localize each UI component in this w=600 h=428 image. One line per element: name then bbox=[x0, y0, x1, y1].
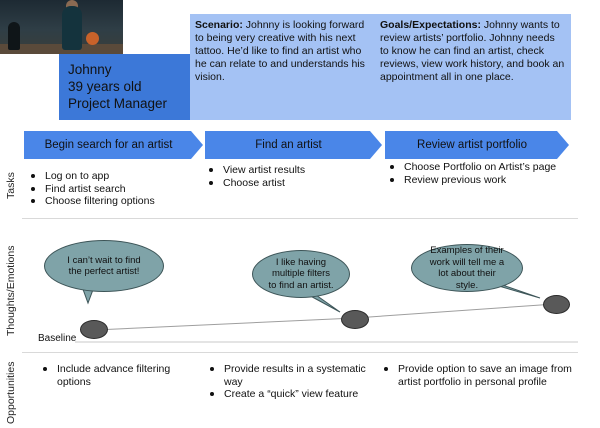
list-item: Find artist search bbox=[27, 183, 197, 196]
list-item: Log on to app bbox=[27, 170, 197, 183]
list-item: View artist results bbox=[205, 164, 375, 177]
list-item: Provide option to save an image from art… bbox=[380, 363, 590, 388]
emotion-point bbox=[543, 295, 570, 314]
thought-bubble-3: Examples of their work will tell me a lo… bbox=[411, 244, 523, 292]
persona-role: Project Manager bbox=[68, 96, 168, 111]
scenario-panel: Scenario: Johnny is looking forward to b… bbox=[190, 14, 571, 120]
divider bbox=[22, 352, 578, 353]
scenario-text: Scenario: Johnny is looking forward to b… bbox=[195, 19, 372, 84]
tasks-list-phase-2: View artist results Choose artist bbox=[205, 164, 375, 189]
thought-bubble-2: I like having multiple filters to find a… bbox=[252, 250, 350, 298]
phase-arrow-review-portfolio: Review artist portfolio bbox=[385, 131, 569, 159]
baseline-label: Baseline bbox=[38, 333, 77, 344]
persona-age: 39 years old bbox=[68, 79, 142, 94]
list-item: Provide results in a systematic way bbox=[206, 363, 378, 388]
opportunities-list-phase-1: Include advance filtering options bbox=[39, 363, 189, 388]
emotion-line bbox=[94, 317, 356, 331]
thought-bubble-1: I can’t wait to find the perfect artist! bbox=[44, 240, 164, 292]
tasks-list-phase-3: Choose Portfolio on Artist’s page Review… bbox=[386, 161, 586, 186]
opportunities-list-phase-3: Provide option to save an image from art… bbox=[380, 363, 590, 388]
emotion-line bbox=[354, 303, 556, 319]
persona-card: Johnny 39 years old Project Manager bbox=[59, 54, 190, 120]
list-item: Choose filtering options bbox=[27, 195, 197, 208]
list-item: Review previous work bbox=[386, 174, 586, 187]
persona-photo bbox=[0, 0, 123, 54]
goals-body: Johnny wants to review artists’ portfoli… bbox=[380, 19, 565, 83]
emotion-point bbox=[341, 310, 369, 329]
opportunities-list-phase-2: Provide results in a systematic way Crea… bbox=[206, 363, 378, 401]
scenario-label: Scenario: bbox=[195, 19, 243, 31]
persona-name: Johnny bbox=[68, 62, 112, 77]
scenario-body: Johnny is looking forward to being very … bbox=[195, 19, 365, 83]
divider bbox=[22, 218, 578, 219]
list-item: Include advance filtering options bbox=[39, 363, 189, 388]
tasks-list-phase-1: Log on to app Find artist search Choose … bbox=[27, 170, 197, 208]
phase-arrow-find-artist: Find an artist bbox=[205, 131, 382, 159]
list-item: Create a “quick” view feature bbox=[206, 388, 378, 401]
emotion-point bbox=[80, 320, 108, 339]
list-item: Choose Portfolio on Artist’s page bbox=[386, 161, 586, 174]
list-item: Choose artist bbox=[205, 177, 375, 190]
goals-label: Goals/Expectations: bbox=[380, 19, 481, 31]
phase-arrow-begin-search: Begin search for an artist bbox=[24, 131, 203, 159]
goals-text: Goals/Expectations: Johnny wants to revi… bbox=[380, 19, 566, 84]
